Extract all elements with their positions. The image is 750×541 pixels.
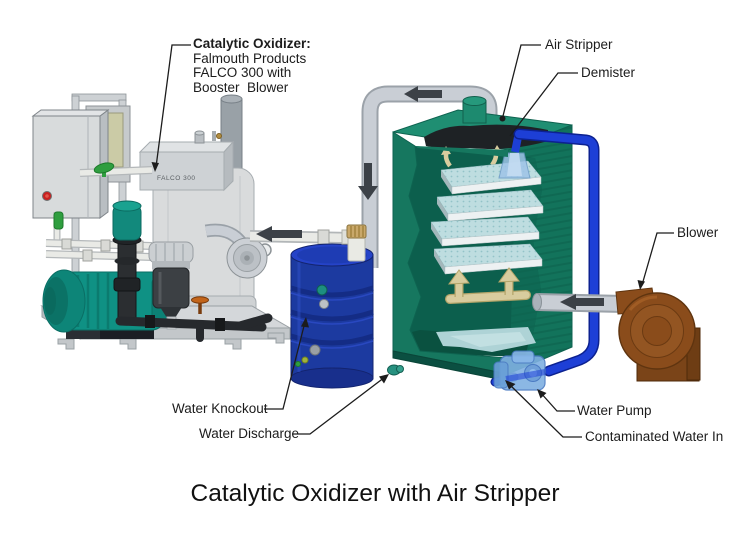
blower-leader — [641, 232, 674, 286]
booster-blower — [204, 223, 268, 279]
water-discharge-leader — [292, 376, 386, 435]
air-pipe-blower-to-stripper — [532, 293, 625, 313]
contaminated-water-in-label: Contaminated Water In — [585, 429, 724, 444]
catalytic-oxidizer-unit: FALCO 300 — [31, 93, 292, 350]
vapor-pipe-knockout-to-oxidizer — [249, 226, 353, 245]
demister-leader — [509, 72, 578, 137]
bottom-piping — [115, 313, 273, 342]
diagram-title: Catalytic Oxidizer with Air Stripper — [190, 480, 560, 507]
water-knockout-label: Water Knockout — [172, 401, 268, 416]
catalytic-oxidizer-callout-line: Falmouth Products — [193, 50, 307, 66]
orange-valve — [191, 296, 209, 314]
water-knockout-leader — [264, 321, 306, 410]
catalytic-oxidizer-callout: Catalytic Oxidizer: Falmouth Products FA… — [193, 36, 311, 95]
demister-label: Demister — [581, 65, 636, 80]
water-knockout-drum — [290, 224, 374, 389]
control-panel — [31, 109, 110, 219]
catalytic-oxidizer-callout-line: Booster Blower — [193, 79, 289, 95]
filter-housing — [148, 241, 194, 330]
catalytic-oxidizer-leader — [155, 44, 191, 168]
drum-fitting — [319, 299, 329, 309]
water-pump-leader — [539, 391, 575, 412]
green-valve-handle-2 — [53, 211, 64, 230]
flow-arrow-left-icon — [256, 226, 302, 242]
blower-label: Blower — [677, 225, 719, 240]
equipment-badge: FALCO 300 — [157, 175, 195, 182]
vapor-pipe-stripper-to-knockout — [358, 85, 498, 268]
drum-inlet-tee — [341, 224, 367, 262]
air-stripper-leader — [502, 44, 541, 117]
flow-arrow-down-icon — [358, 163, 378, 200]
catalytic-oxidizer-callout-line: FALCO 300 with — [193, 65, 292, 80]
water-pump-label: Water Pump — [577, 403, 652, 418]
vapor-outlet-stub — [462, 96, 487, 124]
blower — [615, 287, 701, 382]
drum-fitting — [316, 284, 328, 296]
upper-valve-pipe — [79, 162, 153, 177]
catalytic-oxidizer-callout-heading: Catalytic Oxidizer: — [193, 36, 311, 51]
water-discharge-label: Water Discharge — [199, 426, 300, 441]
water-pump — [493, 350, 546, 391]
air-stripper-label: Air Stripper — [545, 37, 613, 52]
air-stripper-tower — [387, 96, 573, 382]
filter-riser — [112, 200, 142, 321]
contaminated-water-in-leader — [508, 383, 582, 438]
extraction-pump — [42, 269, 169, 339]
water-discharge-spigot — [387, 364, 404, 376]
green-valve-handle — [93, 162, 115, 174]
flow-arrow-left-icon — [404, 86, 442, 102]
air-distribution-pipe — [445, 267, 531, 304]
flow-arrow-left-icon — [560, 294, 604, 310]
drum-fitting — [309, 344, 321, 356]
leader-lines — [151, 44, 674, 438]
